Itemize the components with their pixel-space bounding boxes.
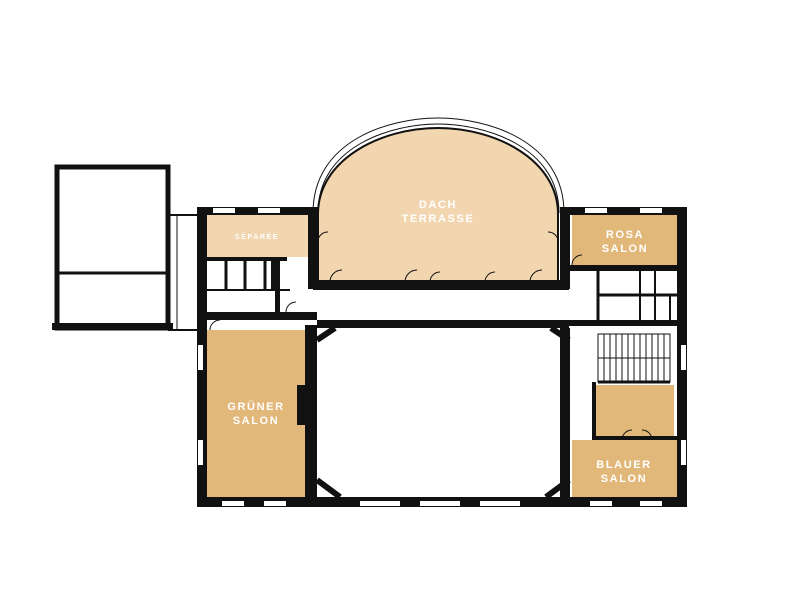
door-swings bbox=[209, 231, 653, 441]
blauer-salon-label-line1: BLAUER bbox=[596, 459, 651, 471]
restroom-stalls-left bbox=[207, 257, 290, 291]
blauer-salon-label-line2: SALON bbox=[601, 473, 648, 485]
staircase bbox=[597, 333, 671, 384]
room-labels: DACH TERRASSE SÉPARÉE ROSA SALON GRÜNER … bbox=[227, 199, 651, 485]
rosa-salon-room bbox=[570, 215, 677, 271]
separee-label: SÉPARÉE bbox=[235, 232, 279, 241]
central-hall bbox=[315, 325, 571, 500]
corridor-walls bbox=[207, 257, 677, 328]
gruener-salon-label-line2: SALON bbox=[233, 415, 280, 427]
window-openings bbox=[198, 208, 686, 506]
dach-terrasse-label-line1: DACH bbox=[419, 199, 457, 211]
small-room-right bbox=[592, 382, 677, 440]
gruener-salon-label-line1: GRÜNER bbox=[227, 400, 284, 413]
dach-terrasse-area bbox=[312, 117, 569, 290]
dach-terrasse-label-line2: TERRASSE bbox=[402, 213, 475, 225]
restrooms-right bbox=[596, 271, 677, 320]
rosa-salon-label-line2: SALON bbox=[602, 243, 649, 255]
separee-room bbox=[207, 215, 308, 257]
rosa-salon-label-line1: ROSA bbox=[606, 229, 644, 241]
annex-building bbox=[52, 164, 200, 331]
gruener-salon-room bbox=[207, 325, 317, 500]
blauer-salon-room bbox=[572, 440, 677, 497]
